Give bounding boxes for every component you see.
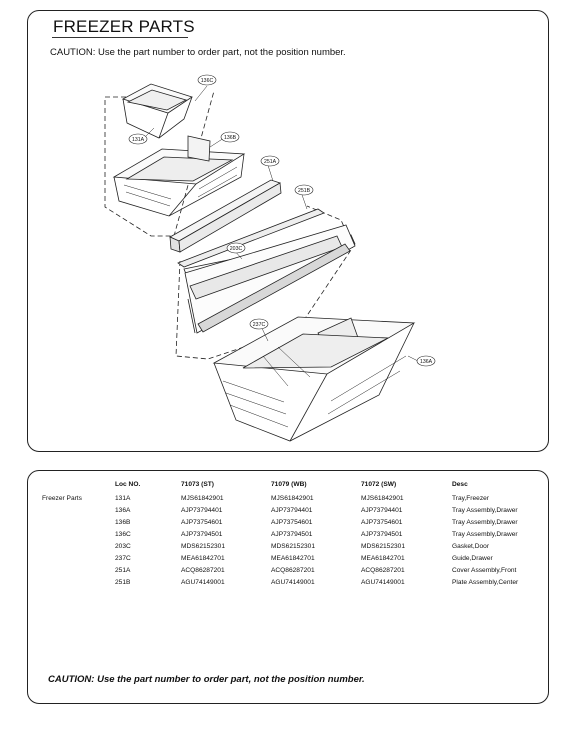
parts-table: Loc NO. 71073 (ST) 71079 (WB) 71072 (SW)…	[42, 477, 532, 588]
loc-no: 251B	[115, 578, 131, 586]
loc-no: 131A	[115, 494, 131, 502]
table-row: 203C MDS62152301 MDS62152301 MDS62152301…	[42, 540, 532, 552]
loc-no: 136B	[115, 518, 131, 526]
part-71079: ACQ86287201	[271, 566, 315, 574]
part-71079: AJP73794501	[271, 530, 313, 538]
part-71072: MJS61842901	[361, 494, 404, 502]
callout-136c: 136C	[197, 74, 217, 86]
part-71073: AJP73794401	[181, 506, 223, 514]
table-row: 251B AGU74149001 AGU74149001 AGU74149001…	[42, 576, 532, 588]
part-71073: MJS61842901	[181, 494, 224, 502]
part-71079: AGU74149001	[271, 578, 315, 586]
svg-text:203C: 203C	[230, 246, 243, 252]
svg-text:237C: 237C	[253, 322, 266, 328]
part-71072: AGU74149001	[361, 578, 405, 586]
part-71073: AJP73754601	[181, 518, 223, 526]
callout-131a: 131A	[128, 133, 148, 145]
callout-136b: 136B	[220, 131, 240, 143]
loc-no: 203C	[115, 542, 131, 550]
callout-251a: 251A	[260, 155, 280, 167]
part-71072: AJP73754601	[361, 518, 403, 526]
caution-note-top: CAUTION: Use the part number to order pa…	[50, 47, 346, 58]
part-desc: Tray Assembly,Drawer	[452, 518, 518, 526]
part-71079: MEA61842701	[271, 554, 315, 562]
header-desc: Desc	[452, 481, 468, 488]
tray-freezer-131a	[121, 83, 193, 139]
svg-text:131A: 131A	[132, 137, 145, 143]
part-desc: Guide,Drawer	[452, 554, 493, 562]
part-71073: ACQ86287201	[181, 566, 225, 574]
part-71079: AJP73794401	[271, 506, 313, 514]
caution-note-bottom: CAUTION: Use the part number to order pa…	[48, 674, 365, 685]
part-71072: ACQ86287201	[361, 566, 405, 574]
header-71079: 71079 (WB)	[271, 481, 307, 488]
header-71072: 71072 (SW)	[361, 481, 397, 488]
part-71079: MDS62152301	[271, 542, 315, 550]
header-blank	[42, 477, 115, 492]
loc-no: 251A	[115, 566, 131, 574]
part-71079: MJS61842901	[271, 494, 314, 502]
table-row: 251A ACQ86287201 ACQ86287201 ACQ86287201…	[42, 564, 532, 576]
header-loc-no: Loc NO.	[115, 481, 141, 488]
part-desc: Plate Assembly,Center	[452, 578, 519, 586]
cover-front-251a	[169, 179, 282, 253]
table-header-row: Loc NO. 71073 (ST) 71079 (WB) 71072 (SW)…	[42, 477, 532, 492]
part-desc: Gasket,Door	[452, 542, 490, 550]
header-71073: 71073 (ST)	[181, 481, 214, 488]
title-underline	[52, 37, 188, 38]
part-71072: MEA61842701	[361, 554, 405, 562]
callout-136a: 136A	[416, 355, 436, 367]
callout-203c: 203C	[226, 242, 246, 254]
page-title: FREEZER PARTS	[53, 17, 195, 36]
group-label: Freezer Parts	[42, 494, 82, 502]
part-71072: AJP73794401	[361, 506, 403, 514]
callout-251b: 251B	[294, 184, 314, 196]
part-desc: Tray Assembly,Drawer	[452, 506, 518, 514]
loc-no: 136C	[115, 530, 131, 538]
part-desc: Tray,Freezer	[452, 494, 490, 502]
diagram-panel: FREEZER PARTS CAUTION: Use the part numb…	[27, 10, 549, 452]
svg-text:136C: 136C	[201, 78, 214, 84]
part-desc: Cover Assembly,Front	[452, 566, 517, 574]
part-71073: MDS62152301	[181, 542, 225, 550]
part-71073: MEA61842701	[181, 554, 225, 562]
tray-assembly-136a	[212, 316, 416, 442]
table-row: 136C AJP73794501 AJP73794501 AJP73794501…	[42, 528, 532, 540]
part-71073: AGU74149001	[181, 578, 225, 586]
table-row: 136B AJP73754601 AJP73754601 AJP73754601…	[42, 516, 532, 528]
part-71073: AJP73794501	[181, 530, 223, 538]
gasket-door-203c	[184, 224, 356, 334]
table-row: Freezer Parts 131A MJS61842901 MJS618429…	[42, 492, 532, 504]
svg-text:251B: 251B	[298, 188, 311, 194]
assembly-outline-upper	[104, 90, 215, 237]
table-row: 136A AJP73794401 AJP73794401 AJP73794401…	[42, 504, 532, 516]
parts-table-panel: Loc NO. 71073 (ST) 71079 (WB) 71072 (SW)…	[27, 470, 549, 704]
svg-text:136B: 136B	[224, 135, 237, 141]
part-desc: Tray Assembly,Drawer	[452, 530, 518, 538]
table-row: 237C MEA61842701 MEA61842701 MEA61842701…	[42, 552, 532, 564]
part-71072: MDS62152301	[361, 542, 405, 550]
svg-text:251A: 251A	[264, 159, 277, 165]
callout-237c: 237C	[249, 318, 269, 330]
exploded-parts-diagram: 136C 131A 136B 251A 251B 203C	[104, 74, 436, 442]
loc-no: 136A	[115, 506, 131, 514]
part-71079: AJP73754601	[271, 518, 313, 526]
part-71072: AJP73794501	[361, 530, 403, 538]
loc-no: 237C	[115, 554, 131, 562]
svg-text:136A: 136A	[420, 359, 433, 365]
tray-assembly-136b	[112, 135, 246, 217]
